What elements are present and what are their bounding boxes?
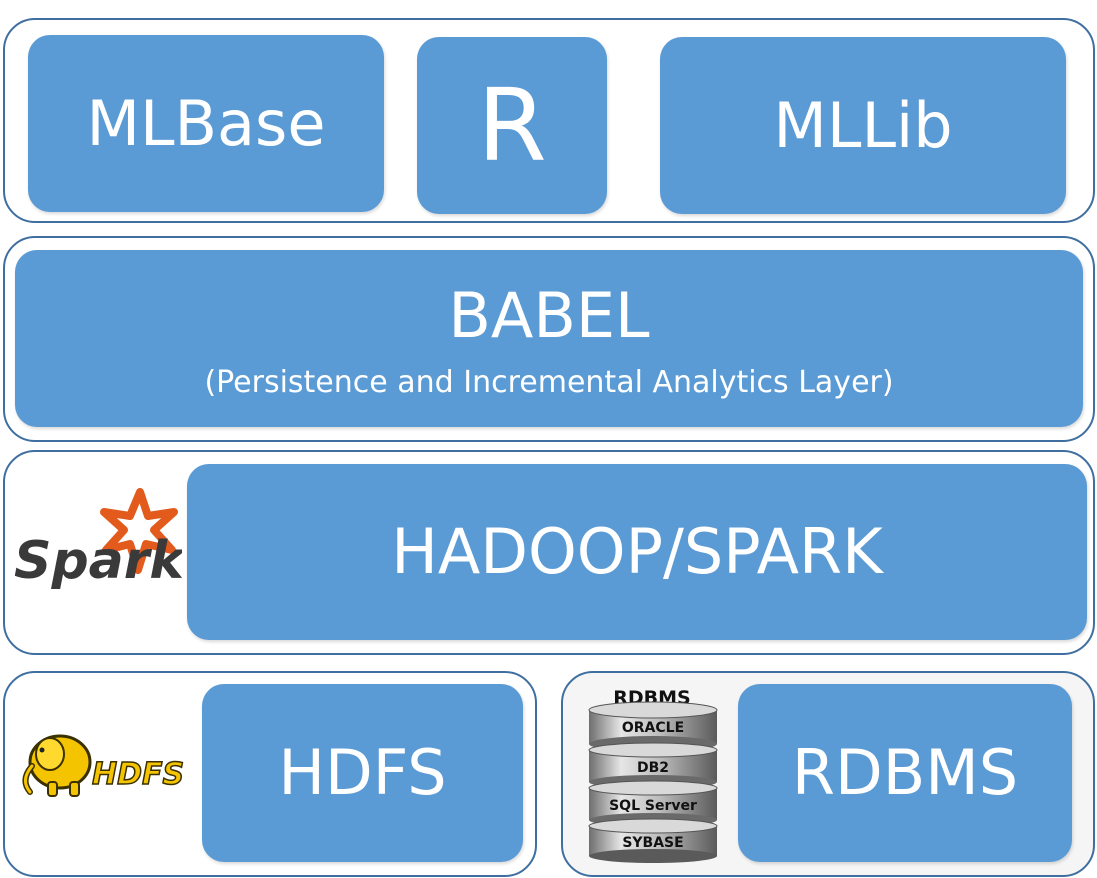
hadoop-spark-box: HADOOP/SPARK bbox=[187, 464, 1087, 640]
babel-subtitle: (Persistence and Incremental Analytics L… bbox=[204, 365, 894, 400]
hadoop-spark-label: HADOOP/SPARK bbox=[391, 515, 883, 588]
r-label: R bbox=[477, 66, 547, 184]
db-label-oracle: ORACLE bbox=[622, 720, 684, 736]
babel-box: BABEL (Persistence and Incremental Analy… bbox=[15, 250, 1083, 427]
mllib-label: MLLib bbox=[773, 88, 953, 162]
hdfs-label: HDFS bbox=[278, 736, 447, 809]
spark-star-icon bbox=[100, 488, 178, 574]
db-disk-db2: DB2 bbox=[588, 742, 718, 789]
db-label-sybase: SYBASE bbox=[622, 835, 683, 851]
babel-title: BABEL bbox=[448, 279, 650, 352]
spark-logo-text: Spark bbox=[14, 531, 182, 591]
database-stack-icon: RDBMS ORACLE DB2 SQL Server SYBASE bbox=[588, 687, 718, 863]
hdfs-logo-text: HDFS bbox=[92, 757, 184, 792]
db-disk-sybase: SYBASE bbox=[588, 818, 718, 863]
mlbase-label: MLBase bbox=[86, 86, 326, 160]
db-label-sql-server: SQL Server bbox=[609, 798, 697, 814]
db-label-db2: DB2 bbox=[637, 760, 669, 776]
hdfs-elephant-logo-icon: HDFS bbox=[22, 734, 185, 797]
mlbase-box: MLBase bbox=[28, 35, 384, 212]
r-box: R bbox=[417, 37, 607, 214]
spark-logo-icon: Spark bbox=[14, 488, 182, 591]
rdbms-box: RDBMS bbox=[738, 684, 1072, 862]
hdfs-box: HDFS bbox=[202, 684, 523, 862]
rdbms-label: RDBMS bbox=[791, 736, 1019, 809]
mllib-box: MLLib bbox=[660, 37, 1066, 214]
